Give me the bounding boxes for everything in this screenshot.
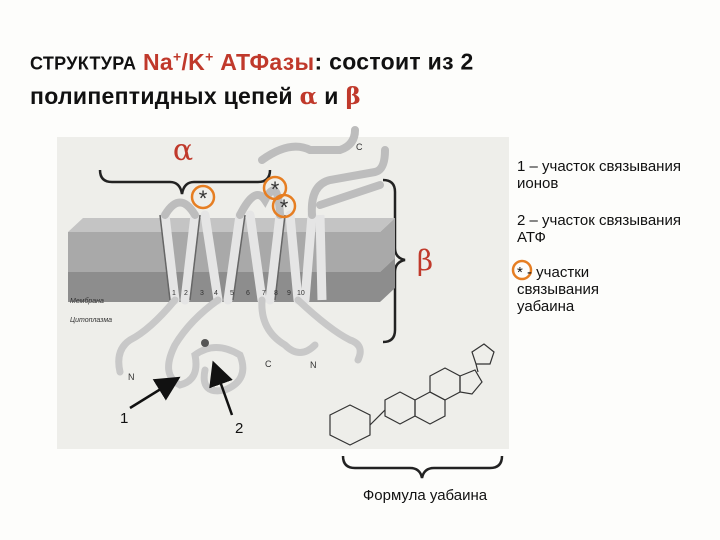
svg-text:5: 5 (230, 290, 234, 297)
legend-item-3: * - участки связывания уабаина (517, 264, 647, 315)
cytoplasmic-loops (115, 296, 364, 395)
svg-text:8: 8 (274, 290, 278, 297)
svg-text:2: 2 (184, 290, 188, 297)
ouabain-formula-drawing (329, 343, 495, 446)
alpha-helices (160, 210, 317, 305)
cytoplasm-label: Цитоплазма (70, 317, 112, 324)
title-structure: СТРУКТУРА (30, 53, 137, 74)
legend-asterisk-ring (511, 259, 533, 281)
svg-text:*: * (271, 177, 280, 202)
svg-text:6: 6 (246, 290, 250, 297)
svg-text:4: 4 (214, 290, 218, 297)
legend-item-2: 2 – участок связывания АТФ (517, 212, 681, 246)
title-na: Na+/K+ АТФазы (142, 48, 315, 75)
beta-helix (315, 214, 327, 301)
formula-brace (341, 455, 504, 479)
title-beta: β (345, 82, 362, 110)
alpha-brace (98, 169, 272, 195)
title-line2: полипептидных цепей (30, 82, 293, 109)
svg-text:1: 1 (172, 290, 176, 297)
svg-text:9: 9 (287, 290, 291, 297)
atp-site-dot (201, 339, 209, 347)
formula-caption: Формула уабаина (363, 487, 488, 504)
title-rest: : состоит из 2 (314, 48, 474, 75)
beta-brace (382, 178, 406, 344)
legend-asterisk: * (517, 264, 523, 281)
membrane-label: Мембрана (70, 297, 104, 305)
title-alpha: α (299, 82, 318, 110)
alpha-label: α (173, 133, 193, 168)
arrow-1 (129, 376, 181, 410)
svg-text:*: * (280, 195, 289, 220)
svg-text:10: 10 (297, 290, 305, 297)
slide-title: СТРУКТУРА Na+/K+ АТФазы: состоит из 2 по… (30, 40, 690, 113)
svg-text:3: 3 (200, 290, 204, 297)
c-terminus-beta: C (356, 142, 363, 152)
n-terminus-alpha: N (128, 372, 135, 382)
title-and: и (324, 82, 339, 109)
svg-text:7: 7 (262, 290, 266, 297)
n-terminus-beta: N (310, 360, 317, 370)
arrow-2-label: 2 (235, 420, 243, 437)
legend-item-1: 1 – участок связывания ионов (517, 158, 681, 192)
c-terminus-alpha: C (265, 359, 272, 369)
arrow-2 (209, 360, 234, 416)
arrow-1-label: 1 (120, 410, 128, 427)
svg-text:*: * (199, 186, 208, 211)
legend-item-3-text: - участки связывания уабаина (517, 264, 600, 315)
ouabain-site-markers: * * * (190, 175, 297, 220)
helix-outlines (159, 214, 286, 301)
beta-label: β (417, 244, 433, 277)
helix-numbers: 1 2 3 4 5 6 7 8 9 10 (172, 290, 305, 297)
membrane-surface (68, 218, 395, 232)
